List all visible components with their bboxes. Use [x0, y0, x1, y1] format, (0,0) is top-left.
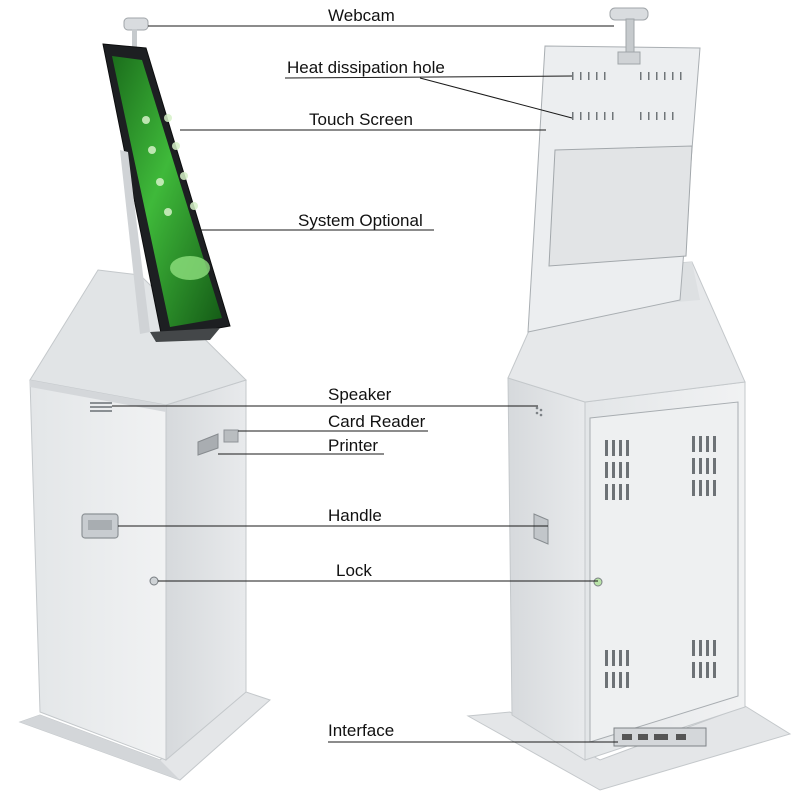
- rear-mount-plate: [548, 145, 693, 267]
- front-card-reader-slot: [223, 429, 239, 443]
- label-speaker: Speaker: [328, 385, 392, 404]
- front-screen-app-icons: [142, 114, 198, 216]
- label-system-optional: System Optional: [298, 211, 423, 230]
- label-touch-screen: Touch Screen: [309, 110, 413, 129]
- rear-lock: [593, 577, 603, 587]
- leader-lines: [112, 25, 618, 743]
- front-lock: [149, 576, 159, 586]
- label-card-reader: Card Reader: [328, 412, 426, 431]
- front-printer-slot: [197, 433, 219, 456]
- rear-handle: [533, 513, 549, 545]
- front-speaker-grille: [90, 402, 112, 412]
- front-screen-logo: [170, 256, 210, 280]
- leader-heat-dissipation-b: [419, 77, 573, 119]
- front-cabinet-left-face: [29, 379, 167, 761]
- label-handle: Handle: [328, 506, 382, 525]
- label-webcam: Webcam: [328, 6, 395, 25]
- label-printer: Printer: [328, 436, 378, 455]
- rear-heat-dissipation-slots: [572, 72, 682, 120]
- rear-speaker-grille: [535, 406, 543, 417]
- label-lock: Lock: [336, 561, 372, 580]
- labels: Webcam Heat dissipation hole Touch Scree…: [287, 6, 445, 740]
- rear-webcam: [609, 7, 649, 65]
- label-interface: Interface: [328, 721, 394, 740]
- leader-heat-dissipation-a: [284, 75, 573, 79]
- label-heat-dissipation-hole: Heat dissipation hole: [287, 58, 445, 77]
- rear-kiosk: [466, 7, 792, 791]
- front-kiosk: [18, 17, 271, 781]
- rear-vent-slots: [605, 436, 716, 688]
- rear-cabinet-left-face: [507, 377, 586, 761]
- front-hood: [29, 269, 247, 406]
- front-webcam: [123, 17, 149, 49]
